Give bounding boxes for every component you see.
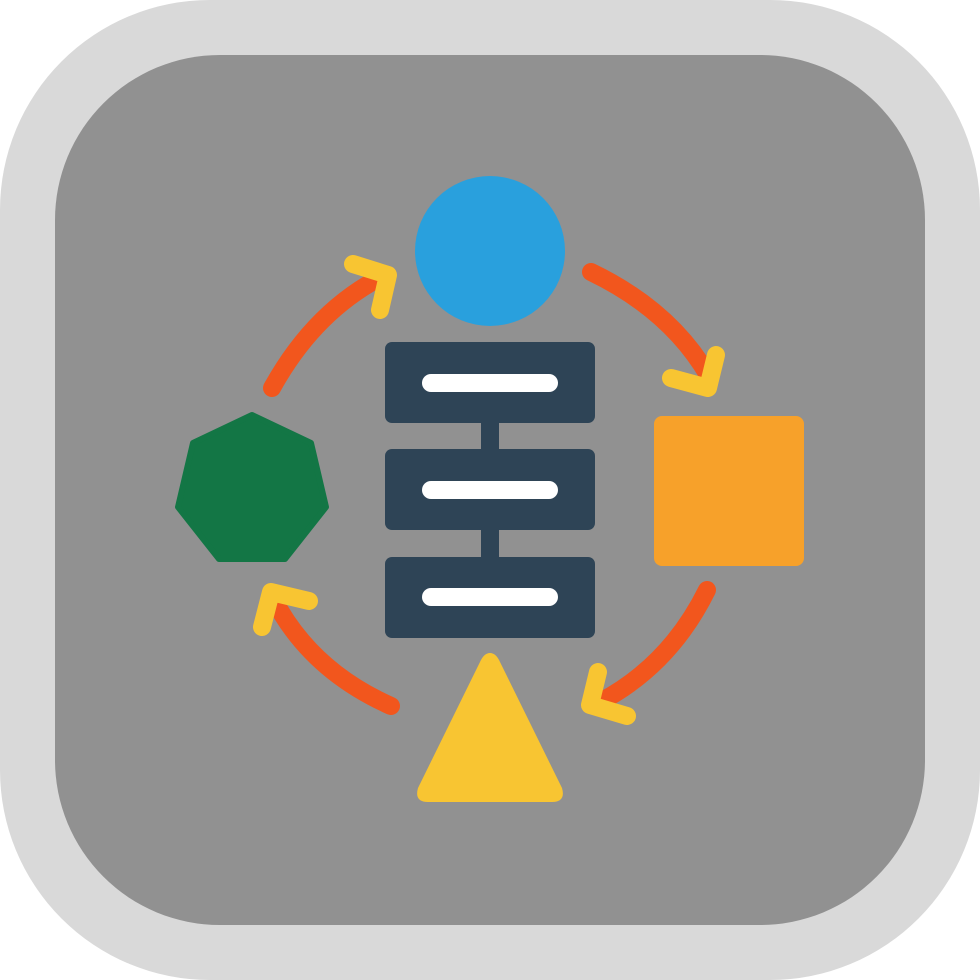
arrow-arc-top-right [582,263,717,384]
triangle-shape [417,653,563,802]
arrow-head-top-right [662,346,725,397]
square-shape [654,416,804,566]
block-connector-bottom [481,528,499,560]
arrow-head-top-left [344,255,397,319]
heptagon-shape [175,412,329,562]
circle-shape [415,176,565,326]
process-block-2-line [422,481,558,499]
cycle-arrows [253,255,725,725]
arrow-arc-bottom-right [591,581,716,711]
process-blocks [385,342,595,638]
arrow-head-bottom-left [253,583,318,636]
process-block-3-line [422,588,558,606]
arrow-head-bottom-right [581,663,636,725]
block-connector-top [481,420,499,452]
arrow-arc-top-left [263,266,394,397]
arrow-arc-bottom-left [264,589,400,715]
process-block-1-line [422,374,558,392]
